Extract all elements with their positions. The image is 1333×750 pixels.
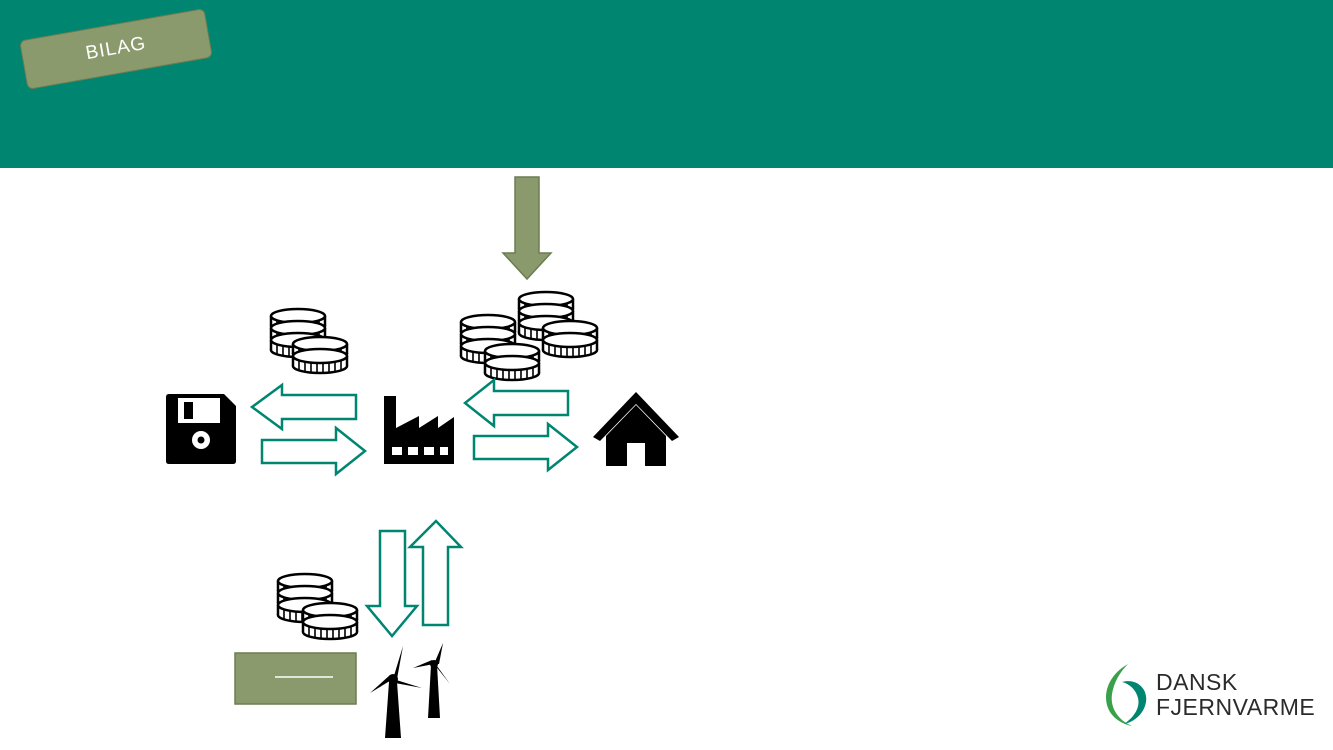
coin-stack-icon-small <box>276 572 359 641</box>
wind-turbines-icon <box>370 643 450 738</box>
floppy-disk-icon <box>166 394 236 464</box>
dansk-fjernvarme-logo: DANSK FJERNVARME <box>1100 660 1320 730</box>
flow-arrow-left-2 <box>462 377 570 429</box>
factory-icon <box>384 396 454 464</box>
energy-flow-diagram <box>166 176 679 738</box>
header-banner <box>0 0 1333 168</box>
flow-arrow-down <box>364 529 420 638</box>
olive-box <box>234 652 357 705</box>
logo-swirl-icon <box>1106 664 1147 726</box>
flow-arrow-up <box>406 519 464 627</box>
flow-arrow-right-2 <box>472 421 580 473</box>
input-down-arrow <box>501 176 553 281</box>
coin-stack-icon <box>269 307 349 375</box>
logo-line2: FJERNVARME <box>1156 694 1316 720</box>
flow-arrow-right <box>260 425 368 477</box>
logo-text: DANSK FJERNVARME <box>1156 670 1315 720</box>
logo-line1: DANSK <box>1156 669 1238 695</box>
house-icon <box>593 392 679 466</box>
flow-arrow-left <box>249 382 358 432</box>
coin-stack-icon-large <box>459 290 599 382</box>
bilag-label: BILAG <box>84 32 148 65</box>
